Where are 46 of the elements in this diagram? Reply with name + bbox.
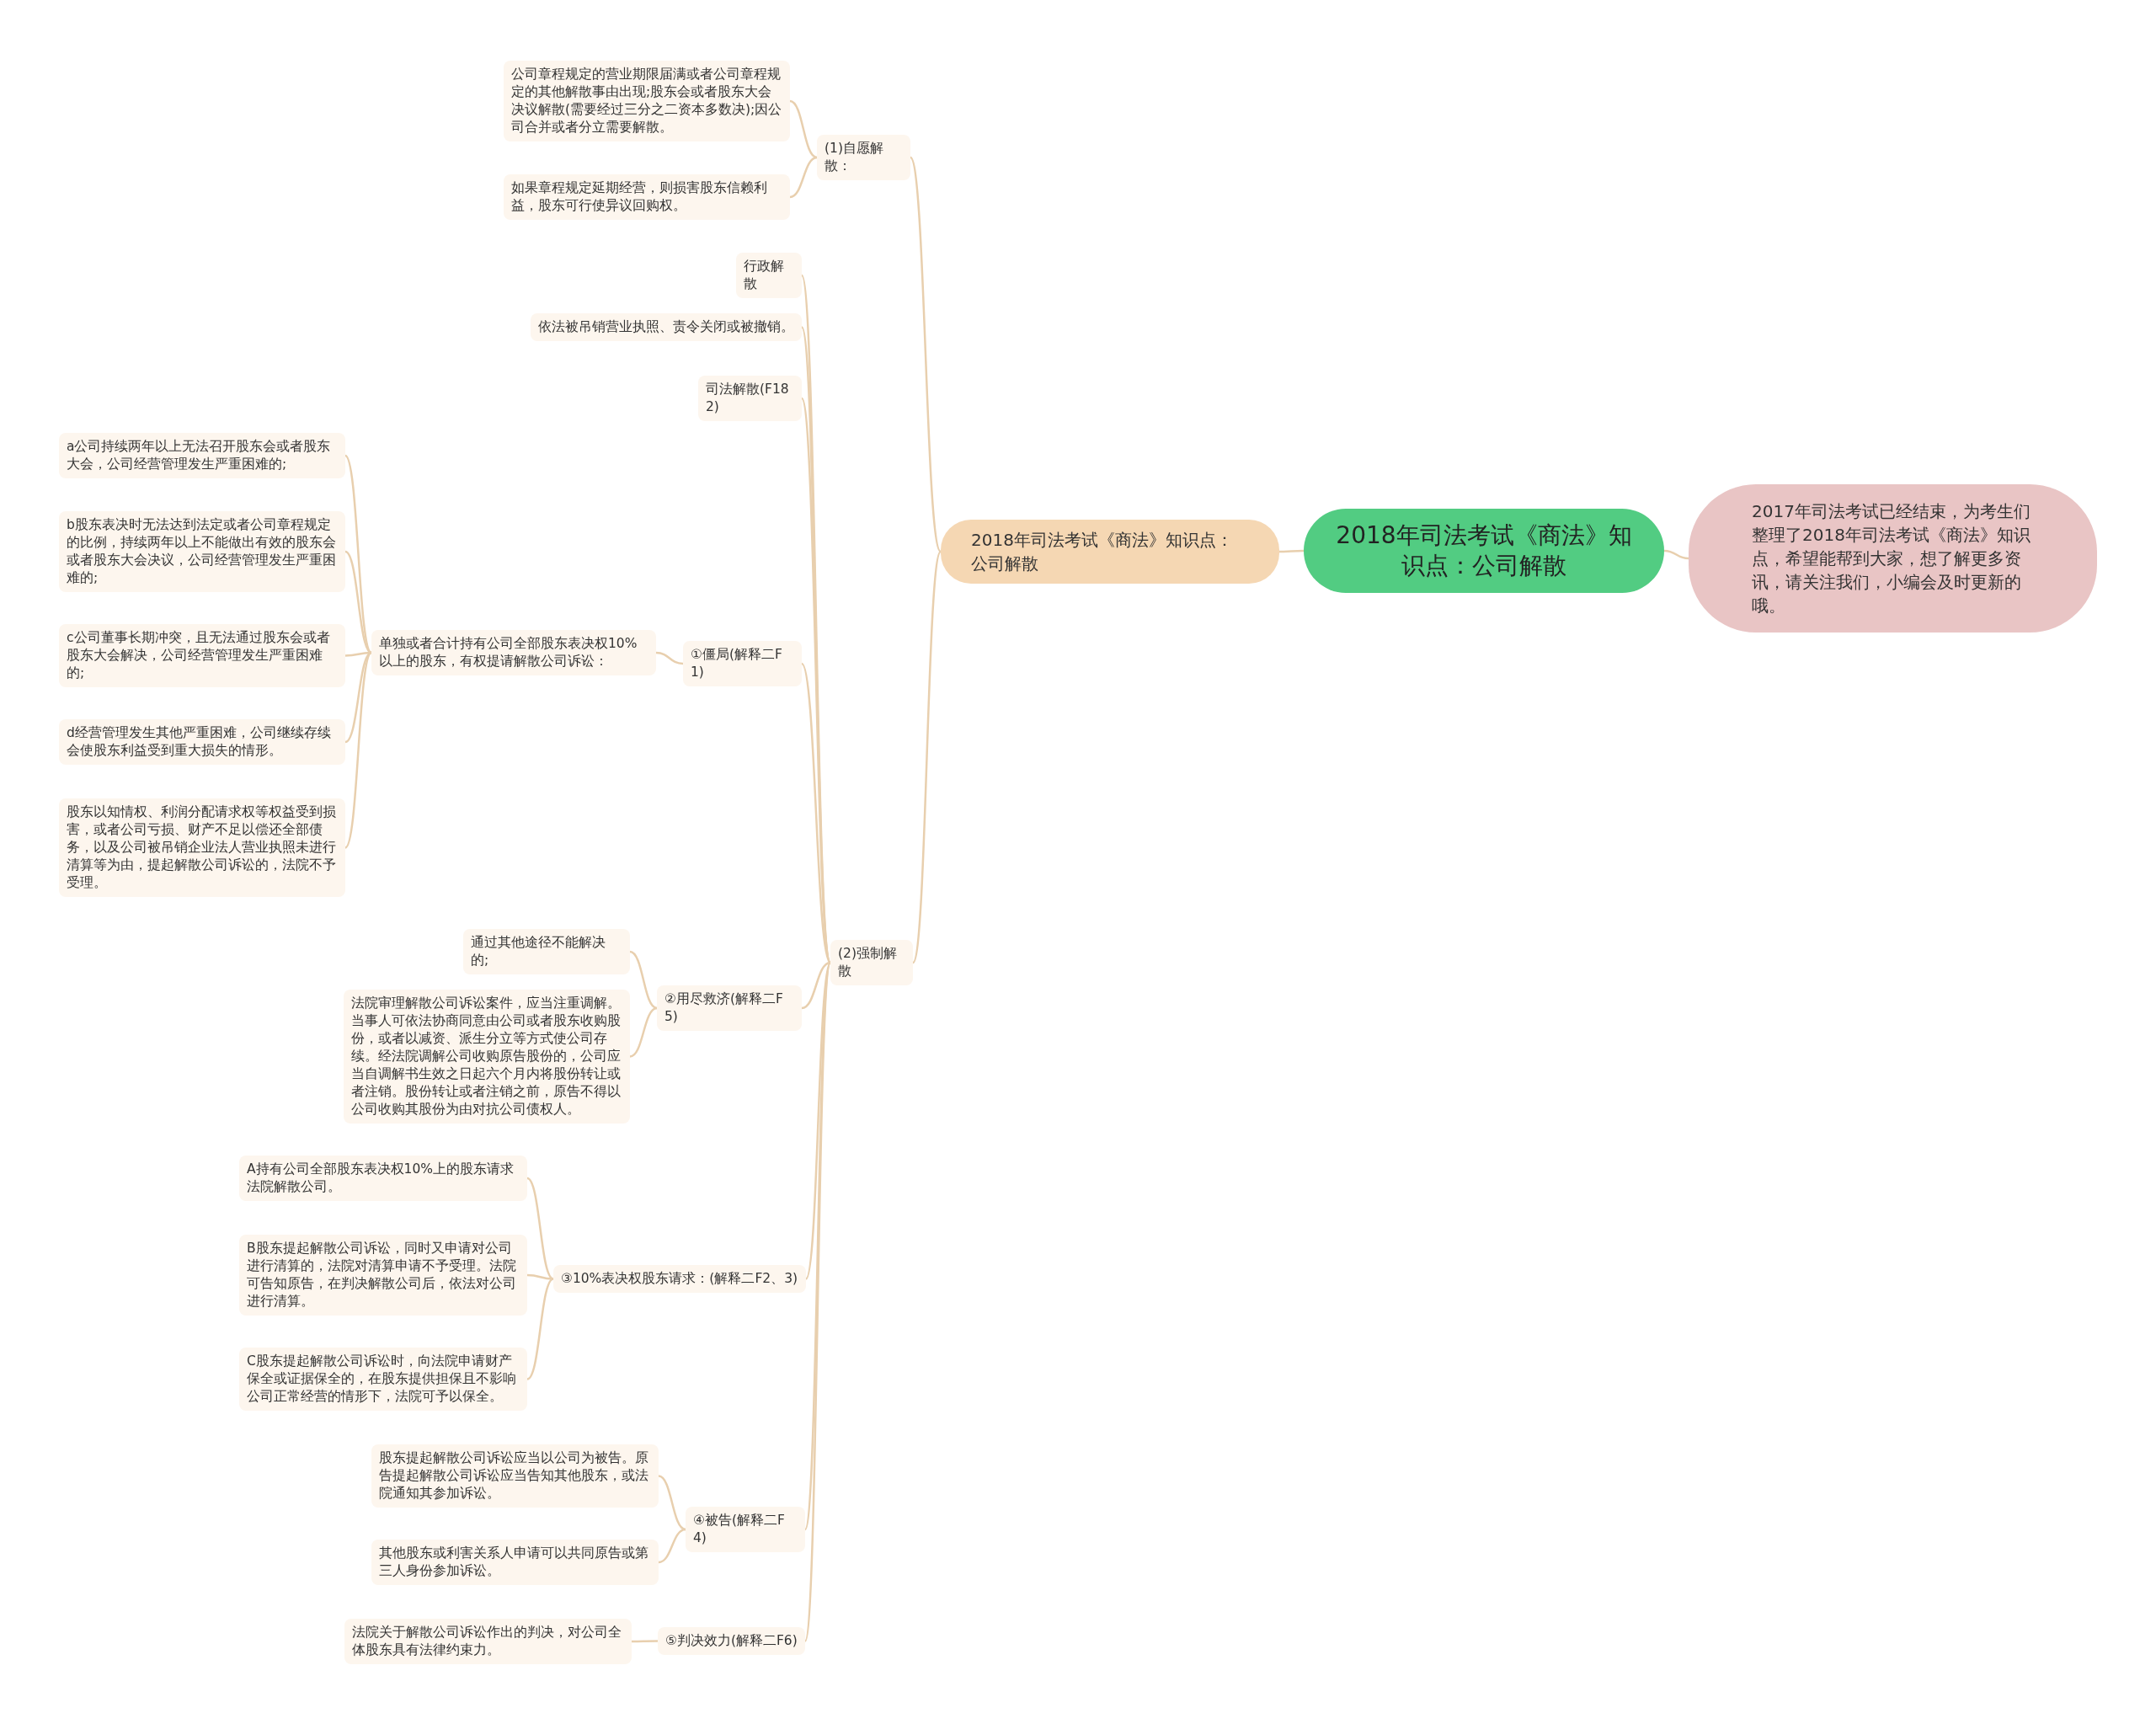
topic-box: 如果章程规定延期经营，则损害股东信赖利益，股东可行使异议回购权。: [504, 174, 790, 220]
topic-box: ③10%表决权股东请求：(解释二F2、3): [553, 1265, 806, 1293]
topic-box: a公司持续两年以上无法召开股东会或者股东大会，公司经营管理发生严重困难的;: [59, 433, 345, 478]
connector-line: [629, 950, 658, 1010]
topic-box: A持有公司全部股东表决权10%上的股东请求法院解散公司。: [239, 1156, 527, 1201]
connector-line: [526, 1177, 554, 1280]
connector-line: [526, 1278, 554, 1380]
connector-line: [1279, 549, 1304, 553]
topic-box: (1)自愿解散：: [817, 135, 910, 180]
topic-box: 其他股东或利害关系人申请可以共同原告或第三人身份参加诉讼。: [371, 1540, 659, 1585]
topic-box: ①僵局(解释二F1): [683, 641, 802, 686]
topic-box: (2)强制解散: [830, 940, 913, 985]
topic-box: 司法解散(F182): [698, 376, 802, 421]
connector-line: [658, 1528, 686, 1564]
connector-line: [632, 1640, 658, 1643]
central-topic: 2018年司法考试《商法》知识点：公司解散: [1304, 509, 1664, 593]
topic-box: C股东提起解散公司诉讼时，向法院申请财产保全或证据保全的，在股东提供担保且不影响公司正常经营的情形下，法院可予以保全。: [239, 1348, 527, 1411]
connector-line: [789, 99, 818, 159]
connector-line: [1663, 549, 1689, 560]
topic-box: b股东表决时无法达到法定或者公司章程规定的比例，持续两年以上不能做出有效的股东会或者股东大会决议，公司经营管理发生严重困难的;: [59, 511, 345, 592]
topic-box: 通过其他途径不能解决的;: [463, 929, 630, 974]
connector-line: [344, 652, 372, 849]
connector-line: [789, 156, 818, 199]
topic-box: 单独或者合计持有公司全部股东表决权10%以上的股东，有权提请解散公司诉讼：: [371, 630, 656, 675]
topic-box: 法院审理解散公司诉讼案件，应当注重调解。当事人可依法协商同意由公司或者股东收购股份，或者以减资、派生分立等方式使公司存续。经法院调解公司收购原告股份的，公司应当自调解书生效之日起六个月内将股份转让或者注销。股份转让或者注销之前，原告不得以公司收购其股份为由对抗公司债权人。: [344, 990, 630, 1124]
connector-line: [909, 157, 942, 552]
branch-topic: 2018年司法考试《商法》知识点：公司解散: [941, 520, 1279, 584]
topic-box: ④被告(解释二F4): [686, 1507, 805, 1552]
connector-line: [658, 1475, 686, 1531]
topic-box: 行政解散: [736, 253, 802, 298]
connector-line: [801, 961, 831, 1010]
note-bubble: 2017年司法考试已经结束，为考生们整理了2018年司法考试《商法》知识点，希望能帮到大家，想了解更多资讯，请关注我们，小编会及时更新的哦。: [1689, 484, 2097, 632]
topic-box: B股东提起解散公司诉讼，同时又申请对公司进行清算的，法院对清算申请不予受理。法院可告知原告，在判决解散公司后，依法对公司进行清算。: [239, 1235, 527, 1316]
topic-box: ⑤判决效力(解释二F6): [658, 1627, 805, 1655]
topic-box: 公司章程规定的营业期限届满或者公司章程规定的其他解散事由出现;股东会或者股东大会决议解散(需要经过三分之二资本多数决);因公司合并或者分立需要解散。: [504, 61, 790, 141]
topic-box: c公司董事长期冲突，且无法通过股东会或者股东大会解决，公司经营管理发生严重困难的;: [59, 624, 345, 687]
connector-line: [344, 455, 372, 654]
topic-box: d经营管理发生其他严重困难，公司继续存续会使股东利益受到重大损失的情形。: [59, 719, 345, 765]
topic-box: 股东以知情权、利润分配请求权等权益受到损害，或者公司亏损、财产不足以偿还全部债务，以及公司被吊销企业法人营业执照未进行清算等为由，提起解散公司诉讼的，法院不予受理。: [59, 798, 345, 897]
topic-box: ②用尽救济(解释二F5): [657, 985, 802, 1031]
connector-line: [629, 1006, 658, 1058]
topic-box: 股东提起解散公司诉讼应当以公司为被告。原告提起解散公司诉讼应当告知其他股东，或法院通知其参加诉讼。: [371, 1444, 659, 1508]
connector-line: [655, 651, 684, 665]
topic-box: 依法被吊销营业执照、责令关闭或被撤销。: [531, 313, 802, 341]
topic-box: 法院关于解散公司诉讼作出的判决，对公司全体股东具有法律约束力。: [344, 1619, 632, 1664]
connector-line: [911, 551, 942, 963]
